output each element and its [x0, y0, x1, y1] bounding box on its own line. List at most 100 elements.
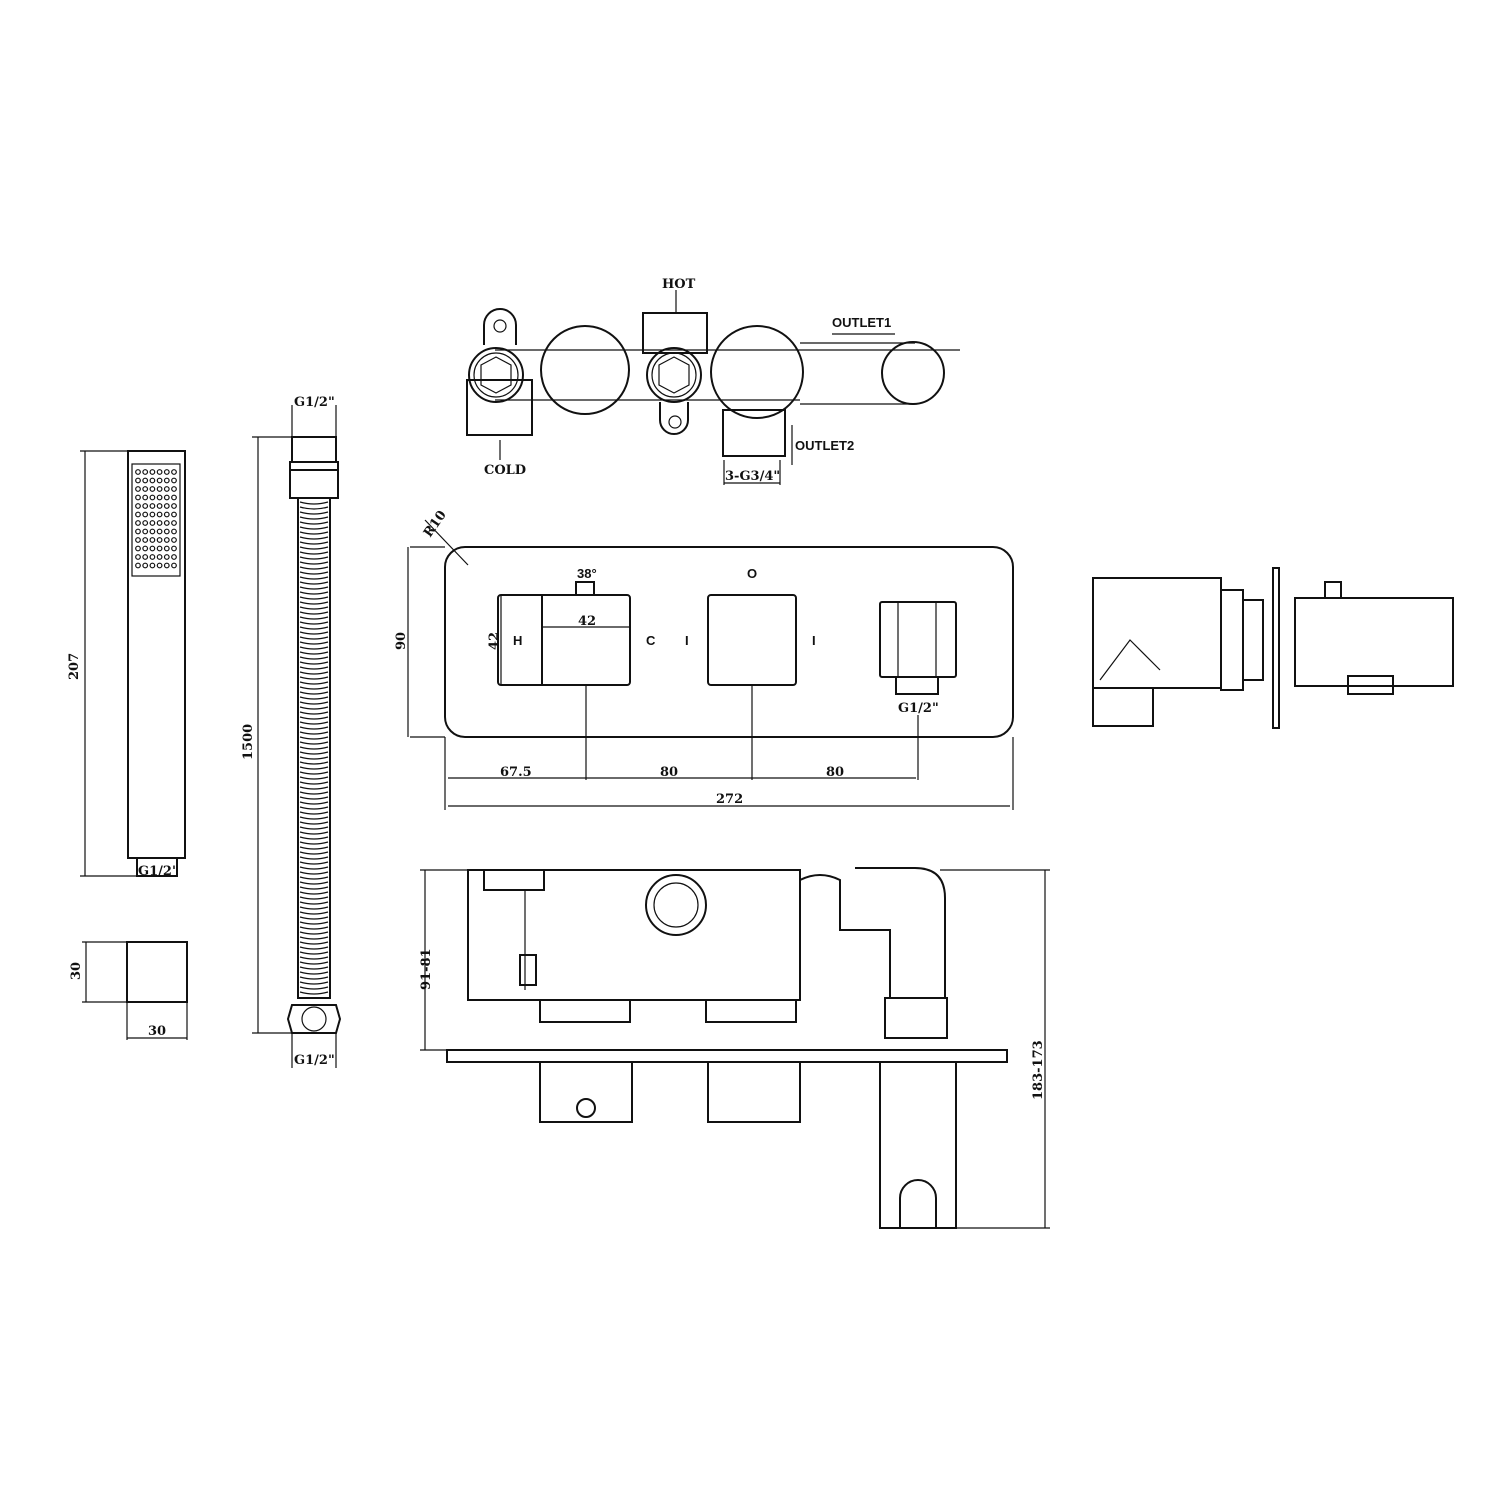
hose-coil	[299, 606, 329, 610]
hose-coil	[299, 866, 329, 870]
hot-mark: H	[513, 633, 522, 648]
nozzle	[163, 520, 170, 526]
hose-coil	[299, 771, 329, 775]
spray-nozzles	[135, 469, 177, 569]
dim-2: 80	[660, 765, 678, 780]
nozzle	[171, 469, 177, 475]
nozzle	[149, 469, 156, 475]
hose-coil	[299, 611, 329, 615]
hose-coil	[299, 816, 329, 820]
hose-coil	[299, 676, 329, 680]
hose-coil	[299, 966, 329, 970]
nozzle	[156, 554, 163, 560]
hose-coil	[299, 781, 329, 785]
hose-coil	[299, 666, 329, 670]
hose-coil	[299, 896, 329, 900]
hose-coil	[299, 906, 329, 910]
outlet-thread: G1/2"	[898, 701, 939, 716]
hose-coil	[299, 556, 329, 560]
hose-coil	[299, 901, 329, 905]
nozzle	[171, 520, 177, 526]
nozzle	[135, 562, 141, 569]
hose-coil	[299, 541, 329, 545]
hose-coil	[299, 581, 329, 585]
angle-label: 38°	[577, 566, 597, 581]
hose-coil	[299, 851, 329, 855]
nozzle	[142, 528, 149, 535]
hose-coil	[299, 821, 329, 825]
knob-width: 42	[578, 614, 596, 629]
nozzle	[156, 503, 163, 509]
nozzle	[163, 511, 170, 518]
hose-coil	[299, 786, 329, 790]
nozzle	[142, 520, 149, 526]
hose-coil	[299, 641, 329, 645]
thread-label: 3-G3/4"	[725, 469, 780, 484]
hose-coil	[299, 946, 329, 950]
hose-coil	[299, 616, 329, 620]
nozzle	[149, 537, 156, 543]
dim-3: 80	[826, 765, 844, 780]
hose-coil	[299, 716, 329, 720]
nozzle	[142, 562, 149, 569]
nozzle	[149, 520, 156, 526]
nozzle	[149, 528, 156, 535]
corner-radius: R10	[421, 508, 450, 540]
nozzle	[142, 545, 149, 552]
hose-coil	[299, 926, 329, 930]
hose-thread-top: G1/2"	[294, 395, 335, 410]
nozzle	[142, 503, 149, 509]
hose-coil	[299, 696, 329, 700]
hose-coils	[299, 501, 329, 995]
nozzle	[171, 528, 177, 535]
nozzle	[156, 511, 163, 518]
nozzle	[156, 520, 163, 526]
nozzle	[135, 503, 141, 509]
nozzle	[142, 486, 149, 492]
nozzle	[171, 477, 177, 484]
hose-coil	[299, 871, 329, 875]
nozzle	[163, 469, 170, 475]
hose-coil	[299, 656, 329, 660]
hose-coil	[299, 976, 329, 980]
hose-coil	[299, 981, 329, 985]
hose-coil	[299, 791, 329, 795]
hose-coil	[299, 961, 329, 965]
nozzle	[142, 511, 149, 518]
hose-coil	[299, 646, 329, 650]
hose-coil	[299, 631, 329, 635]
hose-coil	[299, 811, 329, 815]
hose-coil	[299, 546, 329, 550]
hose-coil	[299, 951, 329, 955]
nozzle	[135, 494, 141, 501]
nozzle	[142, 469, 149, 475]
shower-hose: 1500 G1/2" G1/2"	[241, 395, 342, 1068]
hose-coil	[299, 526, 329, 530]
hose-coil	[299, 911, 329, 915]
nozzle	[171, 562, 177, 569]
nozzle	[156, 486, 163, 492]
outlet2-label: OUTLET2	[795, 438, 854, 453]
hose-coil	[299, 561, 329, 565]
hot-label: HOT	[662, 277, 696, 292]
nozzle	[135, 469, 141, 475]
hose-coil	[299, 726, 329, 730]
hose-coil	[299, 841, 329, 845]
nozzle	[149, 486, 156, 492]
hose-coil	[299, 796, 329, 800]
hose-coil	[299, 826, 329, 830]
nozzle	[142, 494, 149, 501]
hose-coil	[299, 636, 329, 640]
nozzle	[156, 537, 163, 543]
hose-coil	[299, 651, 329, 655]
knob-height: 42	[487, 632, 502, 650]
hose-length: 1500	[241, 724, 256, 760]
hose-coil	[299, 691, 329, 695]
nozzle	[156, 528, 163, 535]
dim-1: 67.5	[500, 765, 532, 780]
nozzle	[149, 545, 156, 552]
nozzle	[156, 562, 163, 569]
hose-coil	[299, 746, 329, 750]
